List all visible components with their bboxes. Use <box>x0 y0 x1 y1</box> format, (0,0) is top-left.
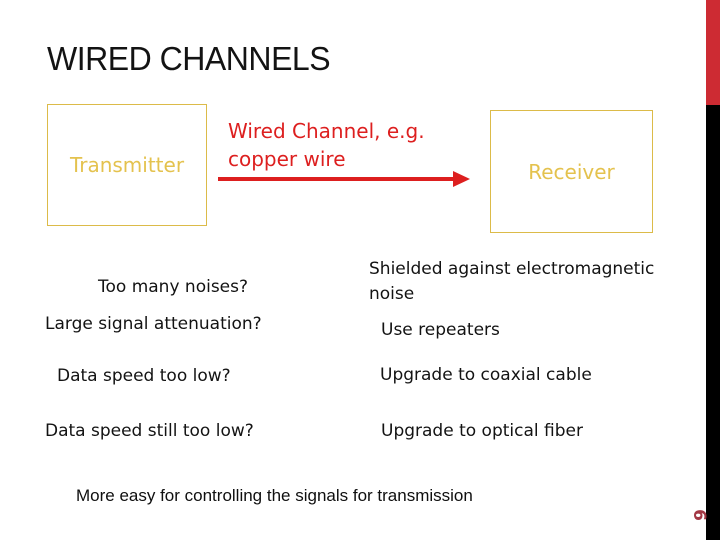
channel-label-line1: Wired Channel, e.g. <box>228 119 425 143</box>
answer-2: Use repeaters <box>381 320 500 340</box>
transmitter-label: Transmitter <box>69 153 185 177</box>
question-1: Too many noises? <box>98 277 249 297</box>
question-4: Data speed still too low? <box>45 421 254 441</box>
answer-1: Shielded against electromagnetic noise <box>369 259 655 304</box>
channel-label-line2: copper wire <box>228 147 346 171</box>
question-3: Data speed too low? <box>57 366 231 386</box>
transmitter-box: Transmitter <box>47 104 207 226</box>
receiver-label: Receiver <box>528 159 615 184</box>
question-2: Large signal attenuation? <box>45 314 262 334</box>
answer-3: Upgrade to coaxial cable <box>380 365 592 385</box>
channel-arrow-line <box>218 177 455 181</box>
answer-4: Upgrade to optical fiber <box>381 421 583 441</box>
channel-arrow-head-icon <box>453 171 470 187</box>
slide-title: WIRED CHANNELS <box>47 40 331 77</box>
footer-note: More easy for controlling the signals fo… <box>76 486 473 505</box>
receiver-box: Receiver <box>490 110 653 233</box>
channel-label: Wired Channel, e.g. copper wire <box>228 117 425 173</box>
sidebar-red-segment <box>706 0 720 105</box>
sidebar-accent-bar <box>706 0 720 540</box>
page-number: 6 <box>689 509 709 521</box>
